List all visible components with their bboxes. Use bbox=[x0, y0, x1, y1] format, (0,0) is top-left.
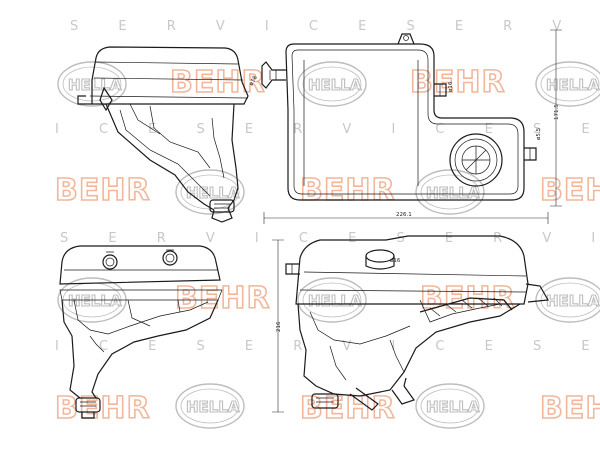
left-pipe-dimension-label: ø18 bbox=[249, 75, 260, 87]
behr-watermark: BEHR bbox=[300, 173, 396, 208]
hella-logo: HELLA bbox=[175, 383, 245, 429]
isometric-view: 216 ø16 bbox=[272, 235, 549, 413]
svg-text:HELLA: HELLA bbox=[68, 292, 122, 310]
svg-text:HELLA: HELLA bbox=[186, 184, 240, 202]
svg-text:HELLA: HELLA bbox=[546, 292, 600, 310]
front-view bbox=[59, 245, 223, 419]
svg-text:HELLA: HELLA bbox=[308, 292, 362, 310]
hella-logo: HELLA bbox=[297, 277, 367, 323]
watermark-layer: S E R V I C E S E R V I C E S I C E S E … bbox=[54, 19, 600, 429]
service-watermark-row-3: S E R V I C E S E R V I C E S bbox=[60, 231, 600, 246]
svg-text:HELLA: HELLA bbox=[546, 76, 600, 94]
hella-logo: HELLA bbox=[535, 277, 600, 323]
svg-text:HELLA: HELLA bbox=[426, 398, 480, 416]
hella-logo: HELLA bbox=[57, 61, 127, 107]
right-pipe-dimension-label: ø5.5 bbox=[536, 127, 542, 140]
behr-watermark: BEHR bbox=[55, 391, 151, 426]
cap-dimension-label: ø16 bbox=[390, 258, 401, 264]
svg-text:HELLA: HELLA bbox=[186, 398, 240, 416]
svg-text:HELLA: HELLA bbox=[426, 184, 480, 202]
behr-watermark: BEHR bbox=[410, 65, 506, 100]
width-dimension-label: 226.1 bbox=[396, 212, 412, 218]
upper-pipe-dimension-label: ø16 bbox=[448, 81, 454, 92]
iso-height-dimension-label: 216 bbox=[276, 321, 282, 332]
hella-logo: HELLA bbox=[535, 61, 600, 107]
svg-text:HELLA: HELLA bbox=[68, 76, 122, 94]
height-dimension-label: 171.5 bbox=[554, 104, 560, 120]
hella-logo: HELLA bbox=[415, 169, 485, 215]
side-view bbox=[77, 46, 249, 223]
svg-text:HELLA: HELLA bbox=[308, 76, 362, 94]
behr-watermark: BEHR bbox=[540, 391, 600, 426]
top-view: 226.1 171.5 ø18 ø16 ø5.5 bbox=[249, 29, 562, 224]
behr-watermark: BEHR bbox=[175, 281, 271, 316]
behr-watermark: BEHR bbox=[55, 173, 151, 208]
hella-logo: HELLA bbox=[297, 61, 367, 107]
service-watermark-row-2: I C E S E R V I C E S E R V I bbox=[55, 122, 600, 137]
behr-watermark: BEHR bbox=[170, 65, 266, 100]
behr-watermark: BEHR bbox=[540, 173, 600, 208]
service-watermark-row-1: S E R V I C E S E R V I C E S bbox=[70, 19, 600, 34]
hella-logo: HELLA bbox=[415, 383, 485, 429]
service-watermark-row-4: I C E S E R V I C E S E R V I bbox=[55, 339, 600, 354]
